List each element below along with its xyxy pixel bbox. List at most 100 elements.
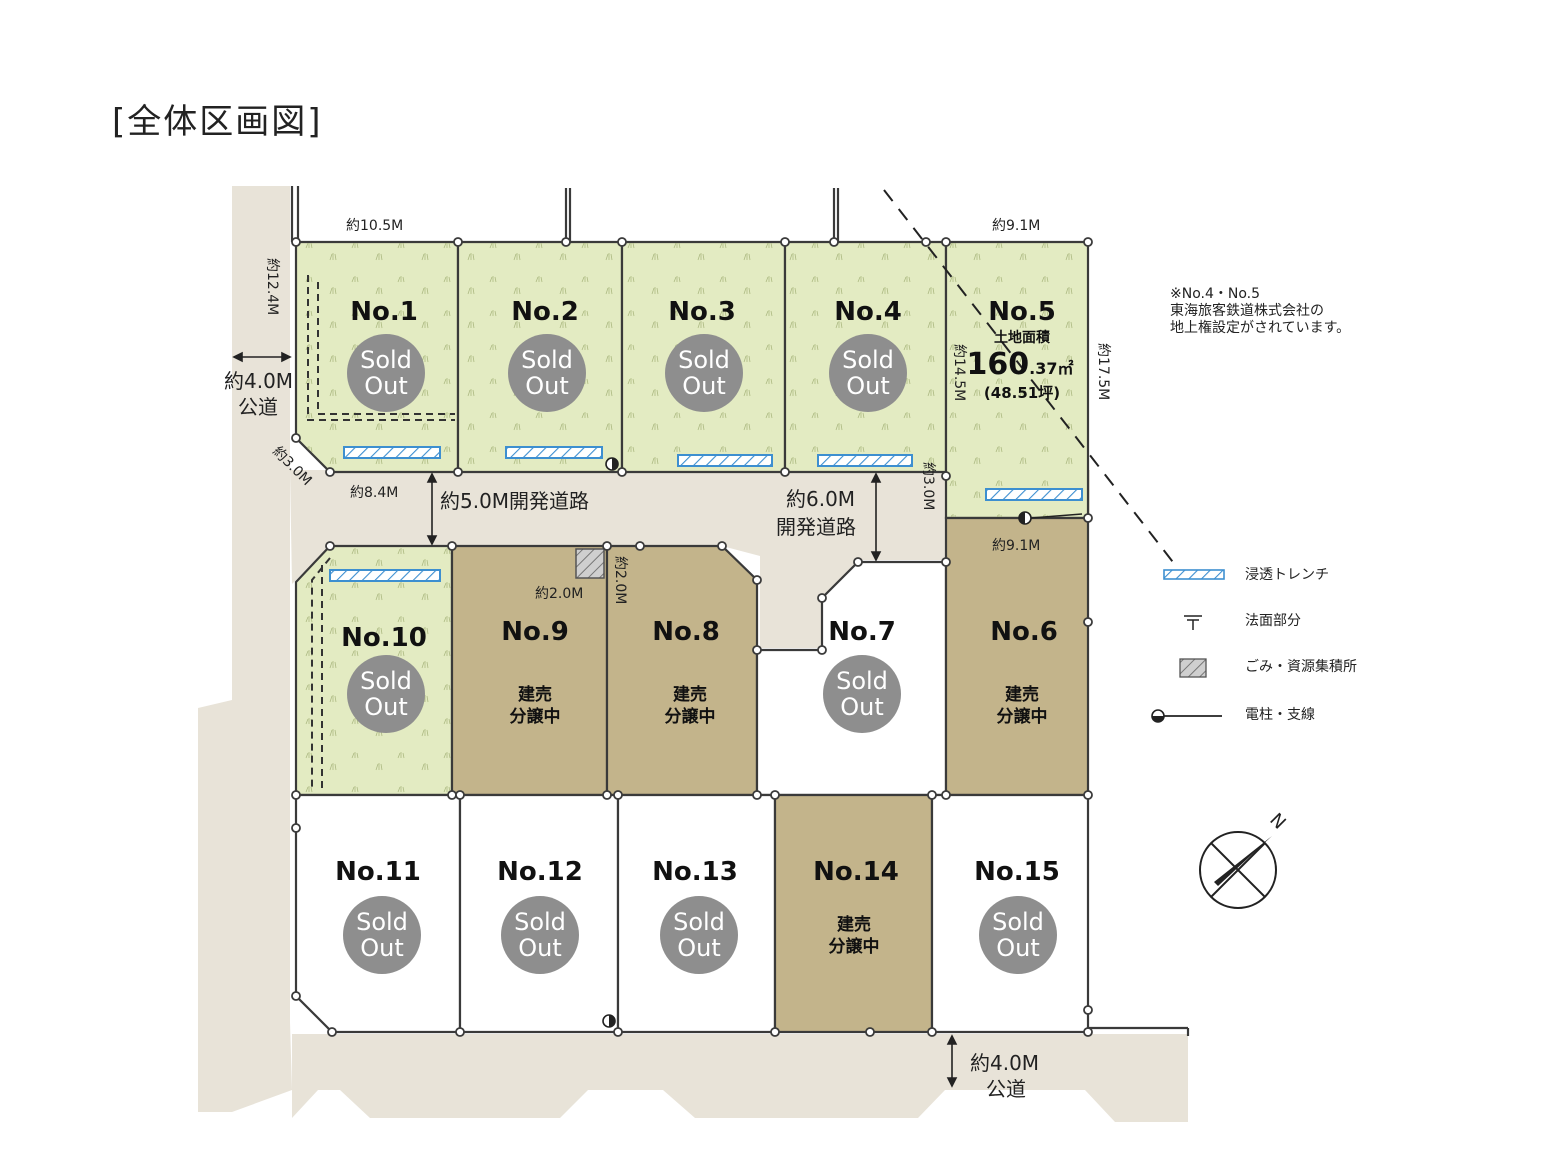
legend-item-slope: 法面部分 — [1140, 606, 1400, 634]
legend-label: ごみ・資源集積所 — [1245, 659, 1357, 675]
for-sale-lot-14: 建売 — [837, 914, 871, 935]
vertex-markers — [291, 237, 1093, 1037]
lot-5-area-value: 160.37㎡ — [967, 347, 1074, 382]
svg-text:Out: Out — [846, 372, 890, 400]
lot-9-area — [450, 544, 609, 797]
svg-text:Sold: Sold — [836, 667, 888, 695]
lot-14-area — [773, 793, 934, 1034]
dev-road-area — [290, 470, 1090, 648]
lot-3-label: No.3 — [668, 297, 736, 327]
svg-text:Out: Out — [677, 934, 721, 962]
for-sale-lot-8: 建売 — [673, 684, 707, 705]
dev-road-b-width: 約6.0M — [786, 487, 855, 511]
svg-text:Out: Out — [996, 934, 1040, 962]
dim-lot5-corner: 約3.0M — [920, 462, 936, 510]
dim-lot1-side: 約12.4M — [264, 258, 280, 315]
compass: N — [1199, 809, 1290, 909]
trench-icon — [1163, 569, 1225, 580]
svg-text:Sold: Sold — [360, 667, 412, 695]
road-labels: 約4.0M 公道 約5.0M開発道路 約6.0M 開発道路 約4.0M 公道 — [224, 369, 1039, 1101]
dim-lot5-side: 約14.5M — [951, 344, 967, 401]
dev-road-a: 約5.0M開発道路 — [440, 489, 589, 513]
west-road-lower-bank — [198, 700, 232, 1112]
svg-text:Sold: Sold — [360, 346, 412, 374]
trench-lot-4 — [817, 454, 913, 467]
note-line-2: 東海旅客鉄道株式会社の — [1170, 303, 1324, 319]
svg-text:Out: Out — [364, 372, 408, 400]
lot-13-label: No.13 — [652, 857, 738, 887]
legend-item-pole: 電柱・支線 — [1140, 700, 1400, 728]
lot-11-label: No.11 — [335, 857, 421, 887]
utility-poles — [602, 457, 1083, 1028]
page-title: [全体区画図] — [112, 102, 323, 142]
lot-10-label: No.10 — [341, 623, 427, 653]
sold-badge-lot-2: Sold Out — [508, 334, 586, 412]
sold-badge-lot-3: Sold Out — [665, 334, 743, 412]
lot-6-area — [944, 516, 1090, 797]
svg-text:Out: Out — [525, 372, 569, 400]
for-sale-lot-14b: 分譲中 — [829, 936, 880, 957]
lot-labels: No.1 No.2 No.3 No.4 No.5 No.6 No.7 No.8 … — [335, 297, 1060, 887]
note-line-1: ※No.4・No.5 — [1170, 286, 1261, 302]
roads — [198, 186, 1188, 1122]
sold-badge-lot-15: Sold Out — [979, 896, 1057, 974]
west-road-width: 約4.0M — [224, 369, 293, 393]
dim-lot5-side-right: 約17.5M — [1095, 343, 1111, 400]
lot-4-label: No.4 — [834, 297, 902, 327]
utility-pole-icon — [605, 457, 619, 471]
svg-text:Sold: Sold — [673, 908, 725, 936]
garbage-area-icon — [575, 548, 605, 579]
svg-text:Sold: Sold — [514, 908, 566, 936]
svg-text:Out: Out — [840, 693, 884, 721]
lot-8-area — [605, 544, 759, 797]
lot-5-area-label: 土地面積 — [994, 329, 1051, 346]
svg-text:Sold: Sold — [521, 346, 573, 374]
lot-5-tsubo: (48.51坪) — [984, 384, 1060, 402]
lot-2-label: No.2 — [511, 297, 579, 327]
lot-6-label: No.6 — [990, 617, 1058, 647]
sold-badge-lot-12: Sold Out — [501, 896, 579, 974]
svg-text:Sold: Sold — [842, 346, 894, 374]
west-public-road — [232, 186, 292, 1112]
utility-pole-icon — [1018, 511, 1083, 525]
dim-top-left: 約10.5M — [346, 218, 403, 234]
south-road-width: 約4.0M — [970, 1051, 1039, 1075]
lot-14-label: No.14 — [813, 857, 899, 887]
svg-text:Sold: Sold — [992, 908, 1044, 936]
easement-line — [883, 189, 1177, 567]
sold-badge-lot-10: Sold Out — [347, 655, 425, 733]
slope-icon — [1184, 615, 1202, 630]
dim-top-right: 約9.1M — [992, 218, 1040, 234]
boundary-lines — [290, 186, 1190, 1036]
sold-badges: Sold Out Sold Out Sold Out Sold Out Sold… — [343, 334, 1057, 974]
dim-lot6-top: 約9.1M — [992, 538, 1040, 554]
for-sale-lot-9b: 分譲中 — [510, 706, 561, 727]
svg-text:Out: Out — [364, 693, 408, 721]
dim-lot1-bottom: 約8.4M — [350, 485, 398, 501]
utility-pole-icon — [602, 1014, 616, 1028]
utility-pole-icon — [1151, 709, 1222, 723]
south-public-road — [292, 1034, 1188, 1122]
trench-lot-2 — [505, 446, 603, 459]
south-road-name: 公道 — [986, 1077, 1026, 1101]
trench-lot-10 — [329, 569, 441, 582]
sold-badge-lot-1: Sold Out — [347, 334, 425, 412]
for-sale-lot-6: 建売 — [1005, 684, 1039, 705]
trench-lot-1 — [343, 446, 441, 459]
sold-badge-lot-13: Sold Out — [660, 896, 738, 974]
compass-needle — [1214, 836, 1272, 886]
lot-9-label: No.9 — [501, 617, 569, 647]
svg-text:Out: Out — [360, 934, 404, 962]
trenches — [329, 446, 1083, 582]
sold-badge-lot-4: Sold Out — [829, 334, 907, 412]
for-sale-labels: 建売 分譲中 建売 分譲中 建売 分譲中 建売 分譲中 — [510, 684, 1048, 957]
garbage-area-icon — [1179, 658, 1207, 678]
lot-7-label: No.7 — [828, 617, 896, 647]
svg-text:Sold: Sold — [356, 908, 408, 936]
dev-road-b-name: 開発道路 — [776, 515, 856, 539]
legend-label: 電柱・支線 — [1245, 707, 1315, 723]
lot-12-label: No.12 — [497, 857, 583, 887]
note-line-3: 地上権設定がされています。 — [1170, 320, 1351, 336]
lot-8-label: No.8 — [652, 617, 720, 647]
sold-badge-lot-7: Sold Out — [823, 655, 901, 733]
